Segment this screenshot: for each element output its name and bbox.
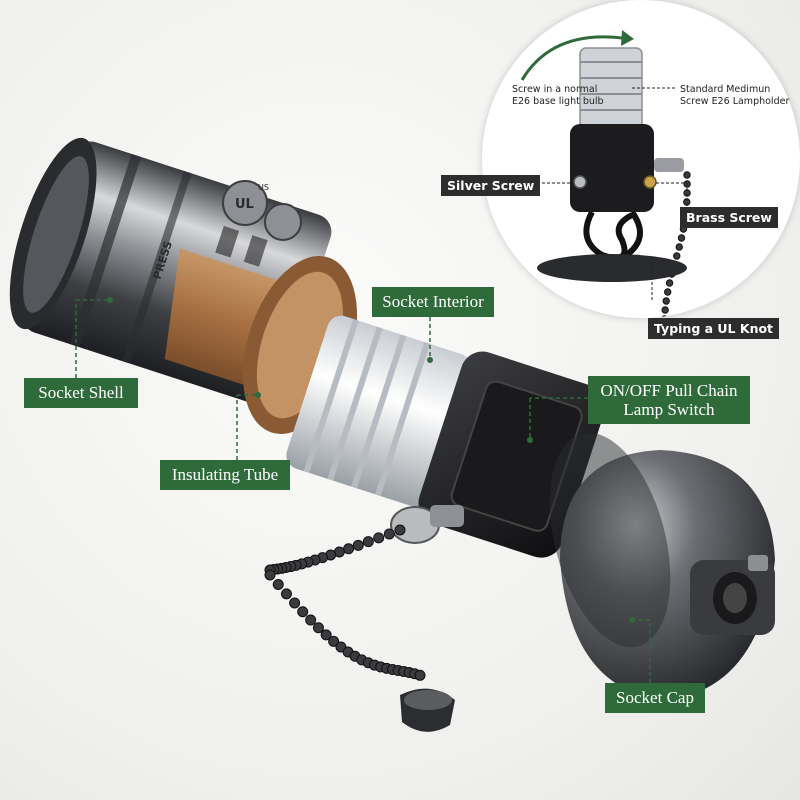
chain-bead [328, 635, 340, 647]
chain-bead [383, 528, 395, 540]
pull-chain-knob [390, 505, 464, 544]
socket-interior-label: Socket Interior [372, 287, 494, 317]
chain-bead [665, 279, 674, 287]
silver-screw-tag: Silver Screw [441, 175, 541, 196]
brass-screw-tag: Brass Screw [680, 207, 778, 228]
bulb-note-line1: Screw in a normal [512, 84, 598, 95]
socket-interior [286, 315, 606, 558]
chain-bead [297, 606, 309, 618]
lampholder-note: Standard Medimun Screw E26 Lampholder [680, 84, 789, 108]
chain-bead [320, 629, 332, 641]
chain-bead [661, 306, 669, 314]
bulb-note-line2: E26 base light bulb [512, 96, 604, 107]
lampholder-note-line2: Screw E26 Lampholder [680, 96, 790, 107]
silver-screw-icon [573, 175, 587, 189]
pull-chain-switch-label-line1: ON/OFF Pull Chain [600, 381, 738, 400]
lampholder-body [570, 124, 654, 212]
chain-bead [663, 288, 672, 296]
chain-bead [662, 297, 670, 305]
ul-knot-tag: Typing a UL Knot [648, 318, 780, 339]
socket-cap [549, 432, 775, 700]
socket-shell-label: Socket Shell [24, 378, 138, 408]
chain-bead [280, 588, 292, 600]
wiring-detail-inset [482, 0, 800, 318]
chain-bead [272, 578, 284, 590]
insulating-tube-label: Insulating Tube [160, 460, 290, 490]
chain-bead [264, 569, 276, 581]
chain-bead [289, 597, 301, 609]
chain-bead [362, 536, 374, 548]
wiring-detail-illustration [520, 30, 691, 318]
bead-chain [264, 524, 426, 681]
screw-in-arrow-icon [520, 35, 623, 81]
chain-bead [305, 614, 317, 626]
chain-bead [312, 622, 324, 634]
us-mark-text: US [258, 183, 269, 192]
chain-bead [677, 234, 686, 242]
chain-bead [373, 532, 385, 544]
pull-chain-switch-label-line2: Lamp Switch [623, 400, 715, 419]
socket-cap-label: Socket Cap [605, 683, 705, 713]
chain-bead [673, 252, 681, 260]
chain-bead [343, 543, 355, 555]
chain-bead [352, 539, 364, 551]
chain-bead [414, 669, 426, 681]
brass-screw-icon [643, 175, 657, 189]
bulb-note: Screw in a normal E26 base light bulb [512, 84, 604, 108]
lampholder-note-line1: Standard Medimun [680, 84, 771, 95]
inset-bead-chain [660, 171, 691, 318]
leader-lines [75, 297, 651, 683]
inset-cap-ring [537, 254, 687, 282]
chain-bead [394, 524, 406, 536]
chain-bead [683, 171, 691, 179]
ul-mark-text: UL [235, 197, 254, 212]
pull-chain-switch-label: ON/OFF Pull Chain Lamp Switch [588, 376, 750, 424]
chain-bead [675, 243, 683, 251]
ul-knot-wires [583, 210, 634, 261]
chain-end-bell [400, 688, 455, 732]
